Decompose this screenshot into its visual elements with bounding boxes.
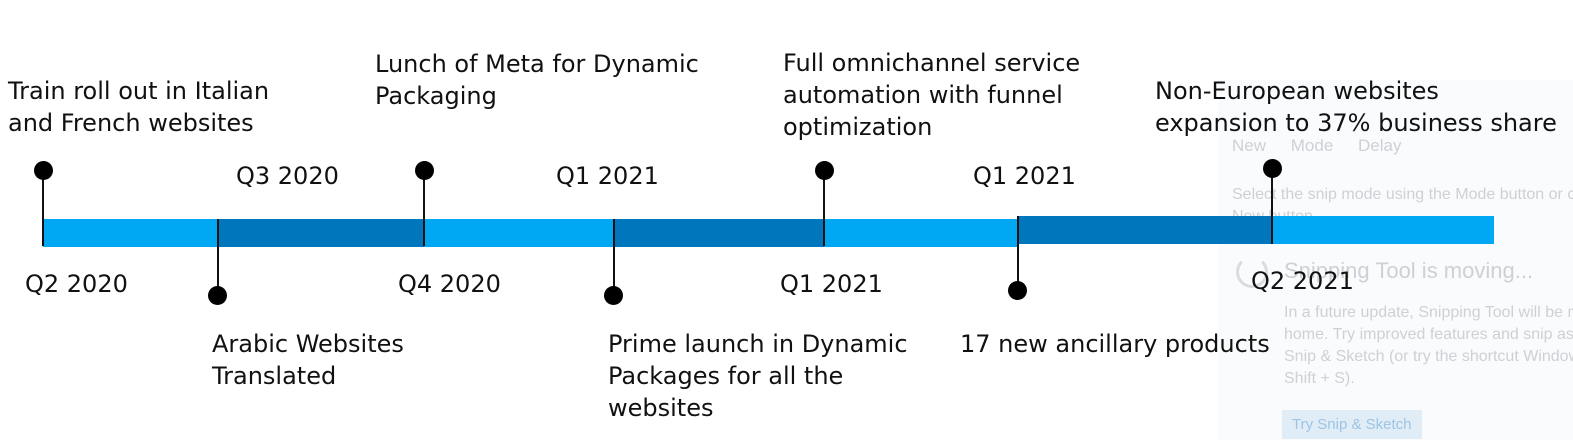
milestone-description: Train roll out in Italian and French web… (8, 75, 269, 139)
mode-button[interactable]: Mode (1290, 136, 1334, 155)
description-line: websites (608, 394, 714, 422)
description-line: Train roll out in Italian (8, 77, 270, 105)
timeline-segment-q1-2021-a (614, 219, 824, 247)
try-snip-sketch-button[interactable]: Try Snip & Sketch (1282, 410, 1422, 439)
description-line: Translated (212, 362, 337, 390)
milestone-stem (217, 219, 219, 296)
description-line: Full omnichannel service (783, 49, 1081, 77)
loading-icon (1236, 256, 1268, 288)
milestone-marker (34, 161, 53, 180)
milestone-description: 17 new ancillary products (960, 328, 1270, 360)
milestone-period: Q1 2021 (780, 270, 883, 298)
timeline-segment-q1-2021-b (824, 219, 1018, 247)
description-line: Arabic Websites (212, 330, 404, 358)
description-line: Lunch of Meta for Dynamic (375, 50, 699, 78)
description-line: Packaging (375, 82, 497, 110)
milestone-marker (1263, 159, 1282, 178)
milestone-stem (423, 170, 425, 246)
snipping-notice-title: Snipping Tool is moving... (1284, 258, 1534, 283)
milestone-marker (415, 161, 434, 180)
milestone-marker (1008, 281, 1027, 300)
milestone-description: Arabic Websites Translated (212, 328, 404, 392)
milestone-marker (604, 286, 623, 305)
timeline-segment-q3-2020 (218, 219, 424, 247)
milestone-marker (815, 161, 834, 180)
description-line: Non-European websites (1155, 77, 1439, 105)
milestone-marker (208, 286, 227, 305)
delay-button[interactable]: Delay (1358, 136, 1402, 155)
description-line: and French websites (8, 109, 254, 137)
milestone-stem (613, 219, 615, 296)
timeline-segment-q2-2021 (1272, 216, 1494, 244)
milestone-description: Full omnichannel service automation with… (783, 47, 1080, 143)
description-line: expansion to 37% business share (1155, 109, 1557, 137)
milestone-description: Prime launch in Dynamic Packages for all… (608, 328, 908, 424)
milestone-stem (1271, 170, 1273, 244)
milestone-stem (42, 170, 44, 246)
description-line: Prime launch in Dynamic (608, 330, 908, 358)
milestone-period: Q4 2020 (398, 270, 501, 298)
snipping-toolbar: New Mode Delay (1232, 136, 1421, 156)
description-line: 17 new ancillary products (960, 330, 1270, 358)
milestone-description: Non-European websites expansion to 37% b… (1155, 75, 1557, 139)
milestone-stem (823, 170, 825, 246)
milestone-description: Lunch of Meta for Dynamic Packaging (375, 48, 699, 112)
milestone-period: Q1 2021 (973, 162, 1076, 190)
description-line: Packages for all the (608, 362, 844, 390)
description-line: optimization (783, 113, 933, 141)
timeline-segment-q4-2020 (424, 219, 614, 247)
milestone-period: Q3 2020 (236, 162, 339, 190)
new-snip-button[interactable]: New (1232, 136, 1267, 155)
timeline-segment-q2-2020 (43, 219, 218, 247)
timeline-segment-q1-2021-c (1018, 216, 1272, 244)
milestone-period: Q2 2021 (1251, 267, 1354, 295)
description-line: automation with funnel (783, 81, 1063, 109)
milestone-stem (1017, 216, 1019, 290)
snipping-notice-body: In a future update, Snipping Tool will b… (1284, 304, 1573, 387)
milestone-period: Q1 2021 (556, 162, 659, 190)
milestone-period: Q2 2020 (25, 270, 128, 298)
